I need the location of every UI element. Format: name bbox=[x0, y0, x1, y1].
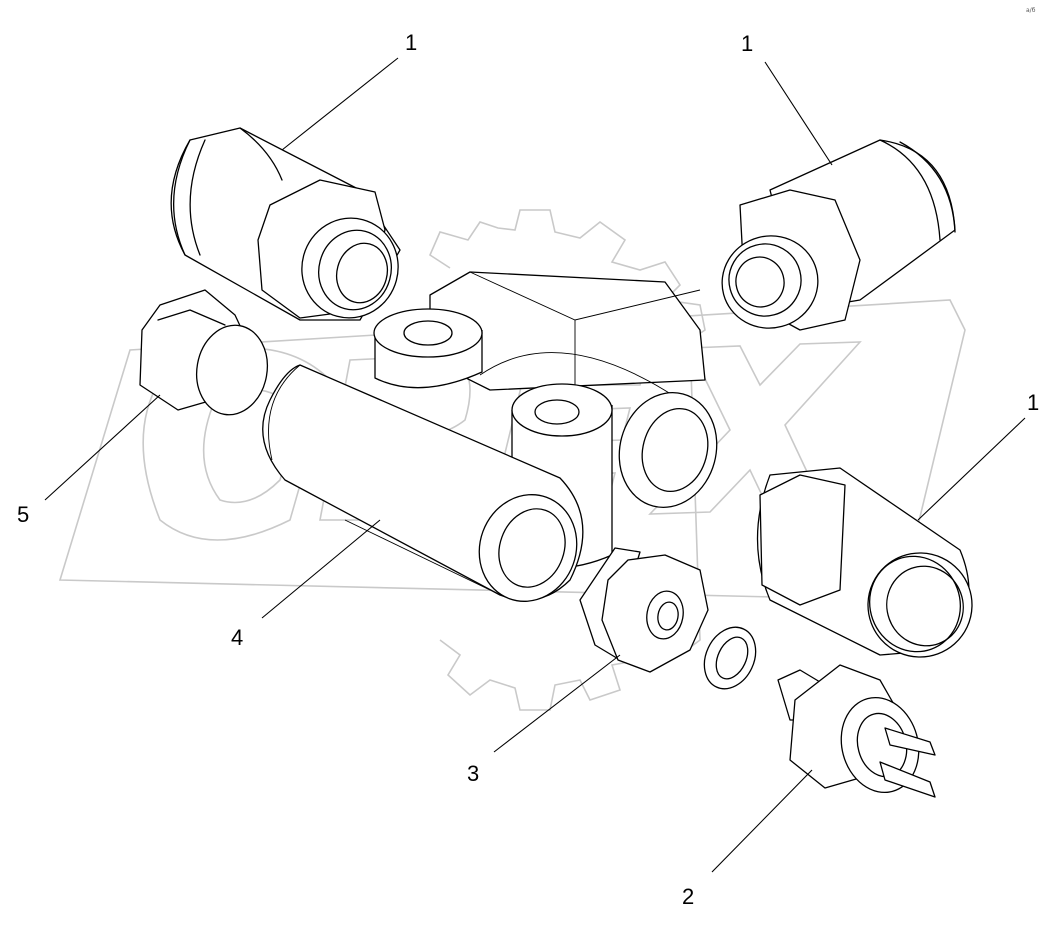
pressure-switch-part bbox=[777, 664, 936, 798]
leader-3 bbox=[493, 654, 621, 753]
callout-tee-body: 4 bbox=[231, 625, 243, 650]
leader-1-top-left bbox=[281, 57, 399, 151]
callout-plug: 5 bbox=[17, 502, 29, 527]
callout-fitting-top-left: 1 bbox=[405, 30, 417, 55]
fitting-top-left-part bbox=[170, 127, 401, 321]
corner-mark: а/б bbox=[1026, 7, 1036, 14]
leader-2 bbox=[711, 769, 813, 873]
leader-1-right bbox=[917, 417, 1026, 521]
tee-body-part bbox=[262, 271, 718, 602]
callout-fitting-top-right: 1 bbox=[741, 31, 753, 56]
leader-1-top-right bbox=[764, 61, 833, 166]
fitting-right-part bbox=[756, 467, 973, 658]
washer-part bbox=[703, 626, 757, 690]
leader-5 bbox=[44, 394, 161, 501]
leader-4 bbox=[261, 519, 381, 619]
callout-fitting-right: 1 bbox=[1027, 390, 1039, 415]
callout-labels: 1 1 1 2 3 4 5 bbox=[17, 30, 1039, 909]
nut-part bbox=[579, 547, 709, 673]
fitting-top-right-part bbox=[721, 139, 956, 331]
callout-pressure-switch: 2 bbox=[682, 884, 694, 909]
plug-part bbox=[139, 289, 268, 416]
callout-nut: 3 bbox=[467, 761, 479, 786]
leader-lines bbox=[44, 57, 1026, 873]
